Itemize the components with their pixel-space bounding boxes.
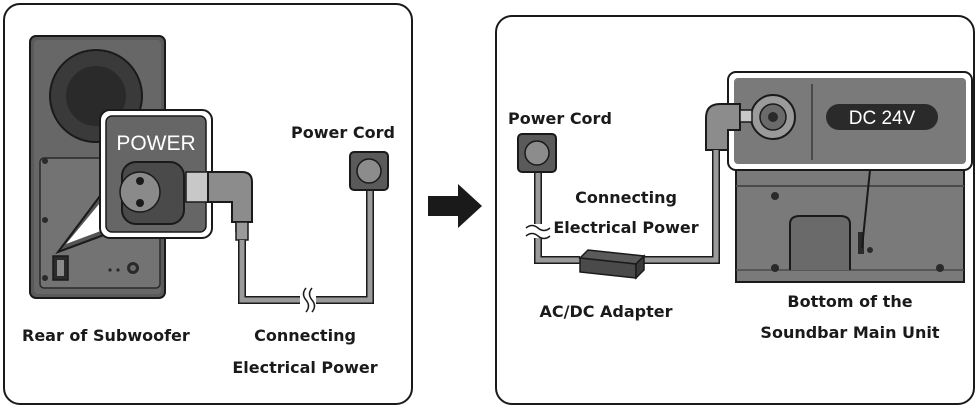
dc-jack-callout: DC 24V [727,71,973,171]
right-connecting-line2: Electrical Power [553,218,698,237]
dc-badge [826,104,938,130]
soundbar-bottom [735,169,965,283]
right-power-cord-label: Power Cord [508,109,612,128]
plug-icon [185,171,253,241]
left-power-cord-label: Power Cord [291,123,395,142]
left-panel: POWER Power Cord Rear of Subwoofer [3,3,413,405]
soundbar-bottom-line2: Soundbar Main Unit [760,323,939,342]
right-panel: DC 24V Power Cord Connecting Elec [495,15,975,405]
dc-plug-icon [705,103,753,151]
right-connecting-line1: Connecting [575,188,677,207]
wall-outlet-icon [349,151,389,191]
power-badge: POWER [116,132,195,155]
adapter-icon [578,249,646,280]
soundbar-bottom-line1: Bottom of the [787,292,912,311]
cable-break-icon-right [525,224,551,240]
cable-break-icon [302,287,316,313]
rear-of-subwoofer-label: Rear of Subwoofer [22,326,190,345]
left-connecting-line1: Connecting [254,326,356,345]
left-connecting-line2: Electrical Power [232,358,377,377]
wall-outlet-icon-right [517,133,557,173]
right-arrow-icon [428,184,482,228]
power-callout: POWER [99,109,213,239]
adapter-label: AC/DC Adapter [539,302,672,321]
dc-badge-label: DC 24V [849,108,916,129]
